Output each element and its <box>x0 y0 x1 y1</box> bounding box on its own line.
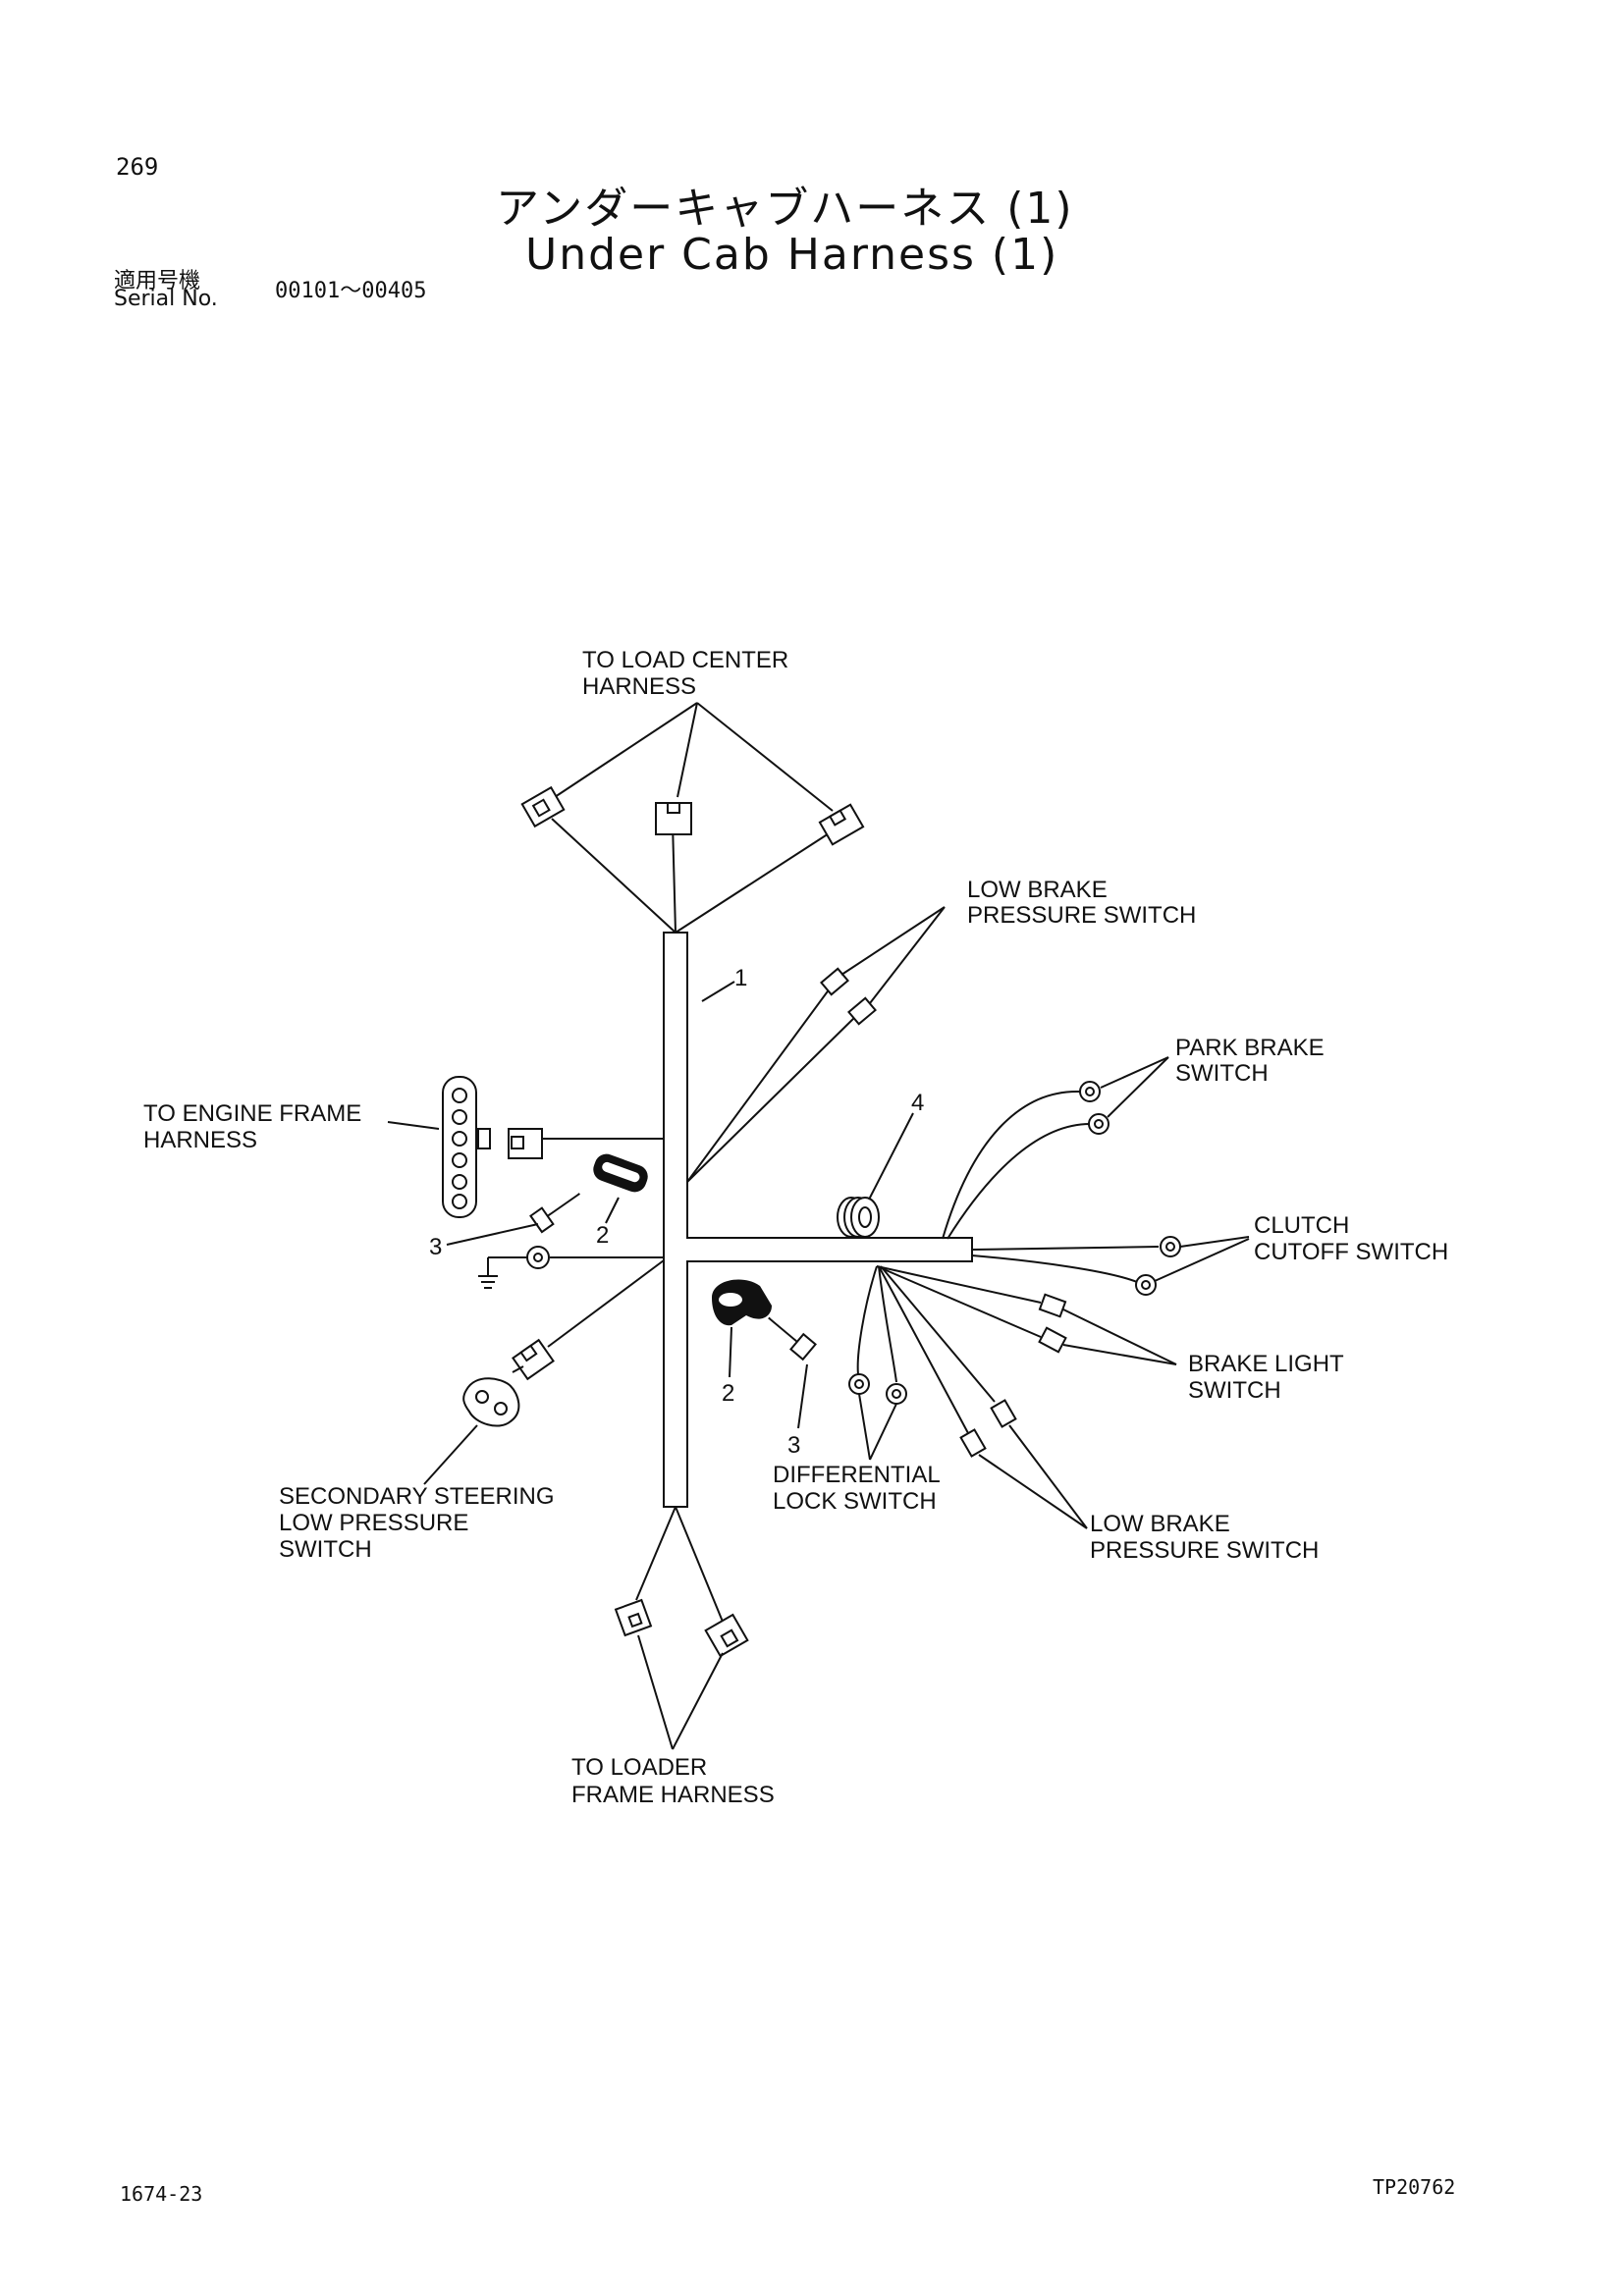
page-title-english: Under Cab Harness (1) <box>525 230 1059 280</box>
callout-leader-3-upper <box>446 1223 539 1246</box>
low-brake-switch-bottom-wires <box>878 1265 1088 1529</box>
label-engine-frame-line2: HARNESS <box>143 1127 257 1153</box>
page-number: 269 <box>116 153 159 181</box>
label-brake-light-line2: SWITCH <box>1188 1377 1281 1404</box>
label-low-brake-bottom-line1: LOW BRAKE <box>1090 1511 1230 1537</box>
label-low-brake-top-line1: LOW BRAKE <box>967 877 1108 903</box>
clamp-lower <box>712 1279 772 1326</box>
callout-leader-4 <box>868 1112 914 1201</box>
label-load-center-line1: TO LOAD CENTER <box>582 647 788 673</box>
load-center-connectors <box>520 702 865 934</box>
label-brake-light-line1: BRAKE LIGHT <box>1188 1351 1344 1377</box>
label-diff-lock-line1: DIFFERENTIAL <box>773 1462 941 1488</box>
serial-range: 00101～00405 <box>275 279 427 303</box>
callout-bolt-lower: 3 <box>787 1432 800 1459</box>
callout-leader-2-upper <box>605 1197 620 1224</box>
callout-grommet: 4 <box>911 1090 924 1116</box>
loader-frame-connectors <box>614 1506 749 1750</box>
callout-clamp-upper: 2 <box>596 1222 609 1249</box>
callout-leader-3-lower <box>797 1363 808 1429</box>
label-low-brake-top-line2: PRESSURE SWITCH <box>967 902 1196 929</box>
label-diff-lock-line2: LOCK SWITCH <box>773 1488 937 1515</box>
callout-leader-2-lower <box>729 1326 732 1378</box>
label-secondary-steering-line2: LOW PRESSURE <box>279 1510 468 1536</box>
label-clutch-line1: CLUTCH <box>1254 1212 1349 1239</box>
label-secondary-steering-line3: SWITCH <box>279 1536 372 1563</box>
label-park-brake-line1: PARK BRAKE <box>1175 1035 1325 1061</box>
ground-terminal <box>478 1246 664 1289</box>
clutch-switch-wires <box>971 1236 1250 1296</box>
main-trunk <box>663 932 688 1508</box>
bolt-upper <box>529 1192 580 1234</box>
callout-harness: 1 <box>734 965 747 991</box>
label-loader-frame-line1: TO LOADER <box>571 1754 707 1781</box>
low-brake-switch-top-wires <box>686 906 946 1183</box>
diff-lock-switch-wires <box>848 1265 907 1461</box>
brake-light-switch-wires <box>876 1265 1177 1365</box>
label-clutch-line2: CUTOFF SWITCH <box>1254 1239 1448 1265</box>
label-secondary-steering-line1: SECONDARY STEERING <box>279 1483 555 1510</box>
label-low-brake-bottom-line2: PRESSURE SWITCH <box>1090 1537 1319 1564</box>
drawing-code: 1674-23 <box>120 2182 203 2206</box>
park-brake-switch-wires <box>942 1056 1169 1240</box>
page-title-japanese: アンダーキャブハーネス (1) <box>496 184 1074 234</box>
label-load-center-line2: HARNESS <box>582 673 696 700</box>
serial-label-japanese: 適用号機 <box>114 269 201 294</box>
horizontal-branch <box>686 1237 973 1262</box>
callout-bolt-upper: 3 <box>429 1234 442 1260</box>
clamp-upper <box>593 1153 648 1193</box>
junction-mask <box>677 1239 697 1260</box>
grommet <box>837 1197 880 1238</box>
part-code: TP20762 <box>1373 2175 1456 2199</box>
engine-frame-connectors <box>387 1076 664 1218</box>
secondary-steering-switch <box>423 1259 665 1485</box>
callout-clamp-lower: 2 <box>722 1380 734 1407</box>
bolt-lower <box>768 1316 817 1362</box>
serial-label-english: Serial No. <box>114 287 218 311</box>
label-loader-frame-line2: FRAME HARNESS <box>571 1782 775 1808</box>
label-park-brake-line2: SWITCH <box>1175 1060 1269 1087</box>
label-engine-frame-line1: TO ENGINE FRAME <box>143 1100 361 1127</box>
callout-leader-1 <box>701 981 735 1002</box>
